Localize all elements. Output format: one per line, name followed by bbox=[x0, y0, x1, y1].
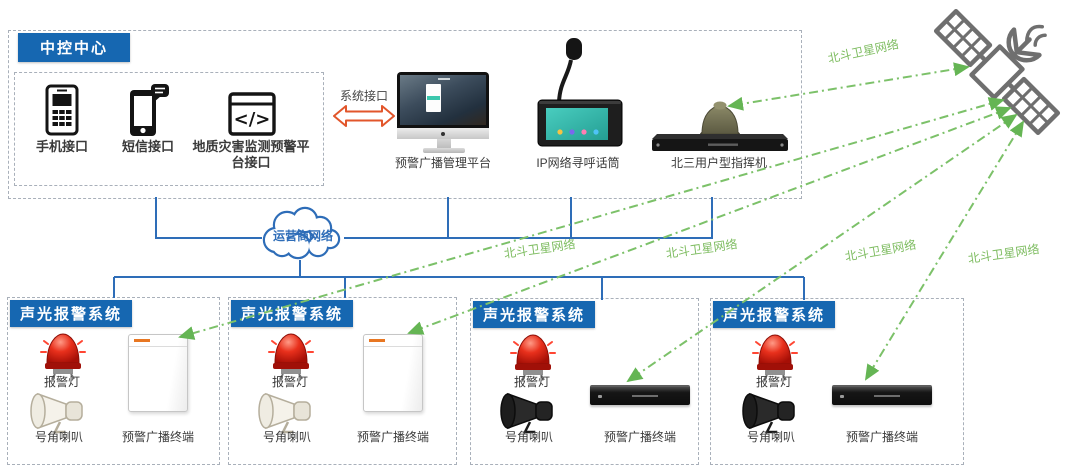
horn-speaker-icon bbox=[500, 392, 558, 434]
interface-label-platform: 地质灾害监测预警平台接口 bbox=[192, 139, 310, 170]
paging-mic-label: IP网络寻呼话筒 bbox=[536, 156, 620, 170]
horn-speaker-icon bbox=[30, 392, 88, 434]
alarm-light-icon bbox=[752, 331, 798, 381]
broadcast-terminal-label: 预警广播终端 bbox=[121, 430, 194, 444]
paging-mic-device bbox=[530, 36, 628, 152]
sms-phone-icon bbox=[127, 84, 169, 136]
beidou-network-label: 北斗卫星网络 bbox=[503, 237, 577, 261]
beidou-network-label: 北斗卫星网络 bbox=[665, 237, 739, 261]
command-machine-device bbox=[650, 92, 790, 152]
imac-camera-dot bbox=[441, 132, 445, 136]
alarm-light-icon bbox=[40, 330, 86, 380]
terminal-panel-line bbox=[364, 346, 422, 347]
alarm-system-4-title: 声光报警系统 bbox=[713, 301, 835, 328]
management-platform-device bbox=[397, 72, 491, 153]
imac-screen-photo bbox=[400, 75, 486, 125]
terminal-logo bbox=[134, 339, 150, 342]
alarm-system-1-title-text: 声光报警系统 bbox=[19, 306, 122, 323]
beidou-network-label: 北斗卫星网络 bbox=[826, 37, 901, 66]
alarm-system-1-title: 声光报警系统 bbox=[10, 300, 132, 327]
alarm-light-label: 报警灯 bbox=[755, 375, 792, 389]
alarm-system-2-title-text: 声光报警系统 bbox=[240, 306, 343, 323]
rack-power-light bbox=[840, 395, 844, 399]
interface-label-sms: 短信接口 bbox=[121, 139, 174, 154]
beidou-network-label: 北斗卫星网络 bbox=[843, 237, 918, 264]
control-center-title-text: 中控中心 bbox=[39, 40, 108, 57]
broadcast-terminal-rack bbox=[590, 385, 690, 405]
rack-label-strip bbox=[632, 395, 658, 398]
beidou-network-label: 北斗卫星网络 bbox=[967, 242, 1041, 266]
horn-speaker-label: 号角喇叭 bbox=[34, 430, 83, 444]
alarm-light-icon bbox=[268, 330, 314, 380]
svg-text:</>: </> bbox=[234, 109, 271, 130]
beidou-satellite-icon bbox=[915, 0, 1080, 140]
rack-label-strip bbox=[874, 395, 900, 398]
imac-screen bbox=[397, 72, 489, 128]
alarm-light-label: 报警灯 bbox=[43, 375, 80, 389]
imac-app-logo bbox=[437, 78, 450, 80]
system-interface-arrow-icon bbox=[333, 105, 395, 127]
feature-phone-icon bbox=[45, 84, 79, 136]
broadcast-terminal-label: 预警广播终端 bbox=[845, 430, 918, 444]
rack-power-light bbox=[598, 395, 602, 399]
horn-speaker-label: 号角喇叭 bbox=[262, 430, 311, 444]
broadcast-terminal-rack bbox=[832, 385, 932, 405]
imac-stand-neck bbox=[437, 139, 451, 148]
horn-speaker-icon bbox=[742, 392, 800, 434]
terminal-logo bbox=[369, 339, 385, 342]
horn-speaker-label: 号角喇叭 bbox=[746, 430, 795, 444]
control-center-title: 中控中心 bbox=[18, 33, 130, 62]
horn-speaker-icon bbox=[258, 392, 316, 434]
alarm-system-2-title: 声光报警系统 bbox=[231, 300, 353, 327]
alarm-system-3-title-text: 声光报警系统 bbox=[482, 307, 585, 324]
imac-stand-base bbox=[423, 148, 465, 153]
alarm-light-label: 报警灯 bbox=[513, 375, 550, 389]
horn-speaker-label: 号角喇叭 bbox=[504, 430, 553, 444]
interface-label-phone: 手机接口 bbox=[35, 139, 88, 154]
alarm-system-3-title: 声光报警系统 bbox=[473, 301, 595, 328]
carrier-network-label: 运营商网络 bbox=[272, 229, 333, 243]
system-interface-label: 系统接口 bbox=[339, 89, 388, 103]
alarm-light-label: 报警灯 bbox=[271, 375, 308, 389]
terminal-panel-line bbox=[129, 346, 187, 347]
broadcast-terminal-wallbox bbox=[128, 334, 188, 412]
broadcast-terminal-wallbox bbox=[363, 334, 423, 412]
management-platform-label: 预警广播管理平台 bbox=[394, 156, 491, 170]
code-window-icon: </> bbox=[228, 92, 276, 136]
command-machine-label: 北三用户型指挥机 bbox=[670, 156, 767, 170]
alarm-system-4-title-text: 声光报警系统 bbox=[722, 307, 825, 324]
alarm-light-icon bbox=[510, 331, 556, 381]
broadcast-terminal-label: 预警广播终端 bbox=[356, 430, 429, 444]
broadcast-terminal-label: 预警广播终端 bbox=[603, 430, 676, 444]
imac-chin bbox=[397, 128, 489, 139]
imac-login-card bbox=[425, 84, 441, 112]
imac-login-button bbox=[426, 96, 440, 100]
